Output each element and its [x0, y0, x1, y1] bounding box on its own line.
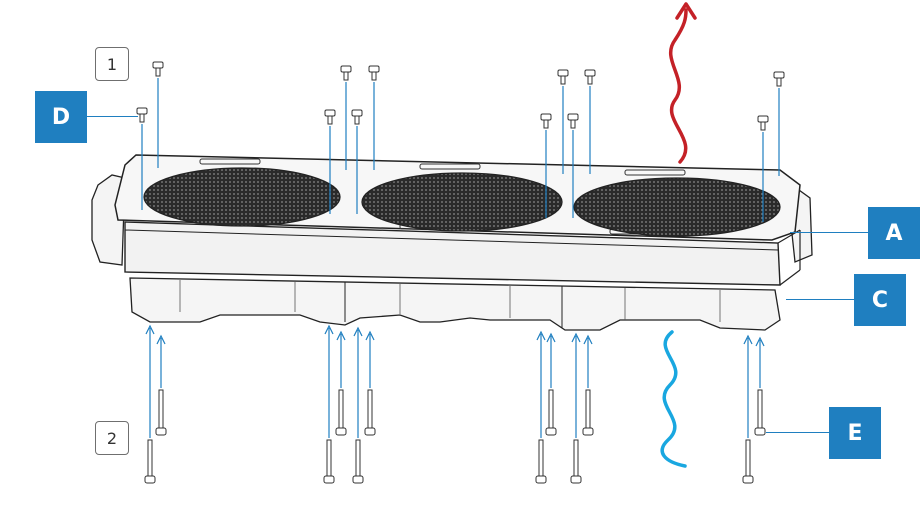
screw-icon: [757, 115, 769, 222]
airflow-out-arrow-icon: [668, 2, 697, 164]
callout-c-leader: [786, 299, 854, 301]
callout-e-leader: [766, 432, 830, 434]
screw-icon: [144, 324, 156, 484]
screw-icon: [540, 113, 552, 218]
callout-d: D: [35, 91, 87, 143]
screw-icon: [570, 332, 582, 484]
screw-icon: [535, 330, 547, 484]
step-1-label: 1: [95, 47, 129, 81]
radiator: [91, 154, 813, 286]
fans: [129, 277, 781, 331]
screw-icon: [323, 324, 335, 484]
callout-a-leader: [790, 232, 868, 234]
screw-icon: [368, 65, 380, 170]
top-screws: [136, 61, 785, 222]
callout-d-leader: [86, 116, 138, 118]
screw-icon: [335, 330, 347, 436]
screw-icon: [545, 332, 557, 436]
screw-icon: [582, 334, 594, 436]
screw-icon: [152, 61, 164, 168]
screw-icon: [567, 113, 579, 218]
callout-e: E: [829, 407, 881, 459]
screw-icon: [742, 334, 754, 484]
step-2-label: 2: [95, 421, 129, 455]
screw-icon: [136, 107, 148, 210]
screw-icon: [364, 330, 376, 436]
callout-c: C: [854, 274, 906, 326]
screw-icon: [340, 65, 352, 170]
screw-icon: [352, 326, 364, 484]
screw-icon: [773, 71, 785, 176]
screw-icon: [584, 69, 596, 174]
callout-a: A: [868, 207, 920, 259]
screw-icon: [324, 109, 336, 214]
screw-icon: [155, 334, 167, 436]
screw-icon: [557, 69, 569, 174]
airflow-in-wave-icon: [660, 330, 687, 468]
bottom-screws: [144, 324, 766, 484]
screw-icon: [754, 336, 766, 436]
screw-icon: [351, 109, 363, 214]
